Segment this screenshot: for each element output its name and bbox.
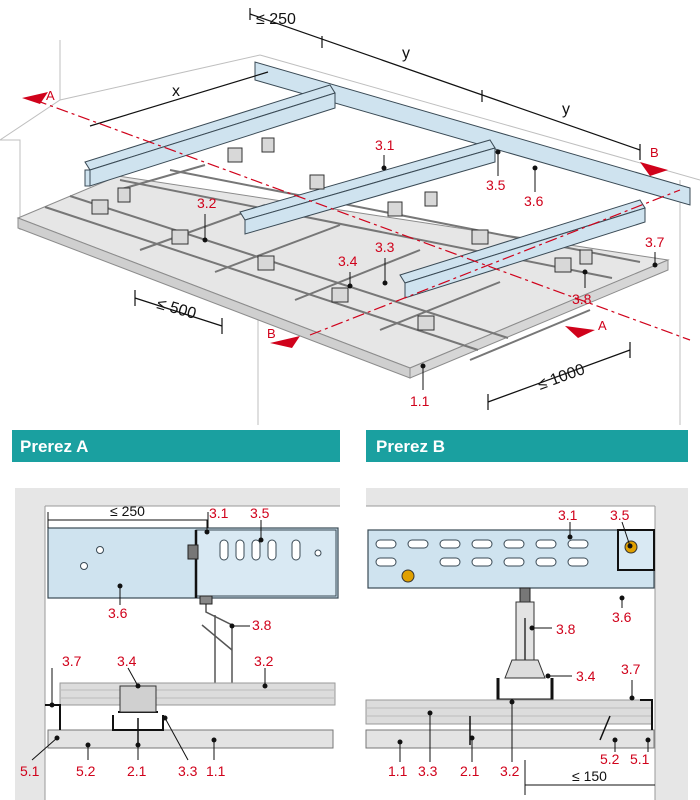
cut-label-b1: B [267,326,276,341]
iso-label-3-7: 3.7 [645,234,665,250]
a-dim-250 [47,512,209,528]
b-label-2-1: 2.1 [460,763,480,779]
a-leader-lines [31,520,266,761]
iso-label-3-2: 3.2 [197,195,217,211]
b-label-dots [397,534,651,745]
a-label-1-1: 1.1 [206,763,226,779]
b-dim-le-150: ≤ 150 [572,768,607,784]
iso-label-3-6: 3.6 [524,193,544,209]
a-label-3-3: 3.3 [178,763,198,779]
a-dim-le-250: ≤ 250 [110,503,145,519]
a-label-5-2: 5.2 [76,763,96,779]
section-b-banner: Prerez B [366,430,688,462]
a-label-3-6: 3.6 [108,605,128,621]
a-hanger [201,598,233,685]
b-label-3-5: 3.5 [610,507,630,523]
room-walls [0,40,700,425]
b-label-3-7: 3.7 [621,661,641,677]
dim-le-500: ≤ 500 [155,296,198,323]
dim-le-1000: ≤ 1000 [536,361,588,394]
x-dimension-line [89,71,269,127]
section-a-title: Prerez A [20,437,88,456]
a-cross-profile [59,682,336,706]
section-b-drawing: ≤ 150 [365,488,688,800]
b-label-3-3: 3.3 [418,763,438,779]
iso-label-3-5: 3.5 [486,177,506,193]
a-label-3-5: 3.5 [250,505,270,521]
a-label-3-8: 3.8 [252,617,272,633]
dim-y-1: y [402,45,410,62]
cut-label-b2: B [650,145,659,160]
a-label-3-7: 3.7 [62,653,82,669]
iso-label-3-4: 3.4 [338,253,358,269]
a-label-3-4: 3.4 [117,653,137,669]
cut-line-a [34,99,691,341]
dim-x: x [172,83,180,100]
dim-y-2: y [562,101,570,118]
a-label-2-1: 2.1 [127,763,147,779]
a-label-3-2: 3.2 [254,653,274,669]
b-hanger [504,587,546,679]
cut-arrow-b2 [640,162,668,176]
a-board [47,729,334,749]
section-b-title: Prerez B [376,437,445,456]
b-label-3-1: 3.1 [558,507,578,523]
top-dimension-line [249,8,641,160]
dim-500-line [134,290,223,334]
b-leader-lines [399,521,649,762]
cut-label-a2: A [598,318,607,333]
dim-le-250-top: ≤ 250 [256,11,296,28]
b-label-3-8: 3.8 [556,621,576,637]
cut-arrow-a1 [22,92,48,104]
cut-arrow-a2 [565,326,595,338]
cut-arrow-b1 [270,336,300,348]
b-board [365,729,655,749]
isometric-view: ≤ 250 y y x A A B B ≤ 500 [0,8,700,425]
dim-1000-line [487,342,631,410]
b-dim-150 [524,760,655,795]
wall-profile [254,61,691,206]
main-profiles [84,84,646,299]
iso-label-3-8: 3.8 [572,291,592,307]
cut-label-a1: A [46,88,55,103]
hangers [91,137,593,331]
iso-label-3-1: 3.1 [375,137,395,153]
iso-label-1-1: 1.1 [410,393,430,409]
iso-label-3-3: 3.3 [375,239,395,255]
b-label-3-4: 3.4 [576,668,596,684]
cut-line-b [309,189,681,336]
a-label-3-1: 3.1 [209,505,229,521]
a-label-5-1: 5.1 [20,763,40,779]
b-label-5-2: 5.2 [600,751,620,767]
b-label-3-2: 3.2 [500,763,520,779]
b-label-5-1: 5.1 [630,751,650,767]
b-label-1-1: 1.1 [388,763,408,779]
iso-leader-lines [204,152,656,390]
section-a-drawing: ≤ 250 [15,488,340,800]
b-label-3-6: 3.6 [612,609,632,625]
section-a-banner: Prerez A [12,430,340,462]
